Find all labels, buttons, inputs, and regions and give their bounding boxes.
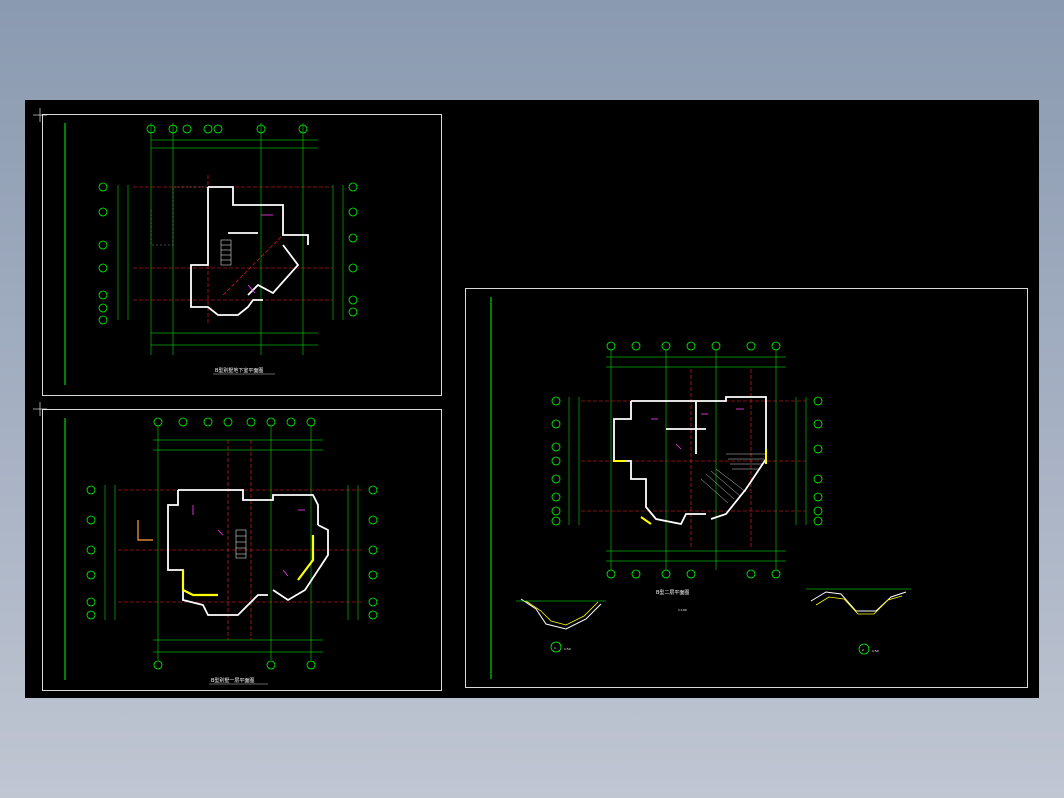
sheet-first-floor-plan: B型别墅一层平面图 <box>42 409 442 691</box>
cad-drawing-canvas[interactable]: B型别墅地下室平面图 <box>25 100 1039 698</box>
second-floor-plan-title: B型二层平面图 <box>656 589 689 596</box>
basement-plan-title: B型别墅地下室平面图 <box>215 367 263 374</box>
sheet-corner-marker-bottom <box>33 402 47 416</box>
detail-1-drawing: 1 1:50 <box>516 598 606 653</box>
grid-bubbles-top <box>146 124 308 134</box>
first-floor-plan-drawing: B型别墅一层平面图 <box>64 417 378 685</box>
sheet-corner-marker-top <box>33 108 47 122</box>
detail-2-number: 2 <box>862 648 864 652</box>
detail-1-number: 1 <box>554 646 556 650</box>
detail-2-scale: 1:50 <box>872 649 879 653</box>
sheet-second-floor-plan: B型二层平面图 1:100 1 1:50 2 1:50 <box>465 288 1028 688</box>
second-floor-plan-drawing: B型二层平面图 1:100 1 1:50 2 1:50 <box>490 297 911 679</box>
detail-1-scale: 1:50 <box>564 647 571 651</box>
detail-2-drawing: 2 1:50 <box>806 588 911 655</box>
sheet-basement-plan: B型别墅地下室平面图 <box>42 114 442 396</box>
basement-plan-drawing: B型别墅地下室平面图 <box>64 123 358 385</box>
second-floor-plan-scale: 1:100 <box>678 608 687 612</box>
first-floor-plan-title: B型别墅一层平面图 <box>211 677 254 684</box>
